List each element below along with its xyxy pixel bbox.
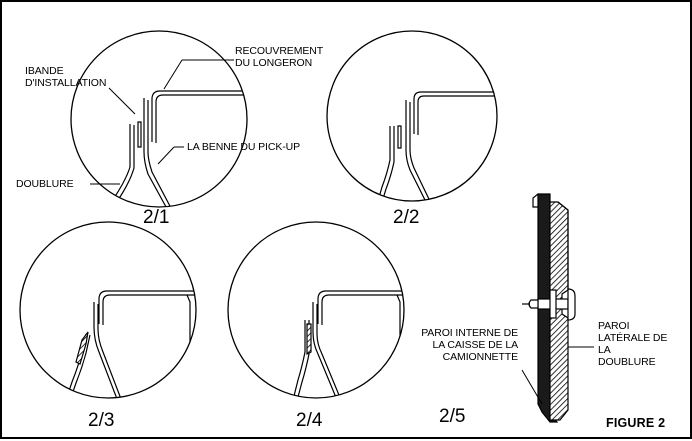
- callout-inner-bed-wall-line-2: LA CAISSE DE LA: [432, 339, 519, 351]
- panel-label-2-5: 2/5: [439, 406, 466, 427]
- callout-liner-sidewall-line-2: LATÉRALE DE: [598, 332, 668, 344]
- panel-2-4-drawing: [227, 221, 405, 399]
- callout-truck-bed: LA BENNE DU PICK-UP: [187, 141, 300, 153]
- panel-2-5-drawing: [522, 193, 576, 423]
- callout-rail-cap-line-2: DU LONGERON: [235, 57, 313, 69]
- callout-rail-cap: RECOUVREMENT DU LONGERON: [235, 45, 323, 69]
- panel-label-2-4: 2/4: [296, 410, 323, 431]
- callout-liner-sidewall-line-4: DOUBLURE: [598, 356, 656, 368]
- panel-label-2-2: 2/2: [393, 207, 420, 228]
- callout-install-strip-line-2: D'INSTALLATION: [25, 77, 107, 89]
- panel-label-2-1: 2/1: [143, 207, 170, 228]
- callout-liner-sidewall-line-3: LA: [598, 344, 611, 356]
- panel-label-2-3: 2/3: [88, 410, 115, 431]
- callout-install-strip: IBANDE D'INSTALLATION: [25, 65, 106, 89]
- panel-2-1-drawing: [70, 30, 248, 208]
- callout-liner: DOUBLURE: [16, 178, 74, 190]
- panel-2-5-leaders: [521, 346, 594, 405]
- callout-truck-bed-line-1: LA BENNE DU PICK-UP: [187, 141, 301, 153]
- callout-inner-bed-wall: PAROI INTERNE DE LA CAISSE DE LA CAMIONN…: [408, 327, 518, 363]
- callout-install-strip-line-1: IBANDE: [25, 65, 64, 77]
- callout-liner-sidewall: PAROI LATÉRALE DE LA DOUBLURE: [598, 320, 667, 368]
- callout-inner-bed-wall-line-3: CAMIONNETTE: [442, 351, 518, 363]
- panel-2-3-drawing: [19, 221, 197, 399]
- callout-rail-cap-line-1: RECOUVREMENT: [235, 45, 324, 57]
- callout-liner-sidewall-line-1: PAROI: [598, 320, 630, 332]
- callout-inner-bed-wall-line-1: PAROI INTERNE DE: [421, 327, 518, 339]
- callout-liner-line-1: DOUBLURE: [16, 178, 74, 190]
- panel-2-2-drawing: [326, 30, 498, 202]
- figure-title: FIGURE 2: [606, 416, 666, 430]
